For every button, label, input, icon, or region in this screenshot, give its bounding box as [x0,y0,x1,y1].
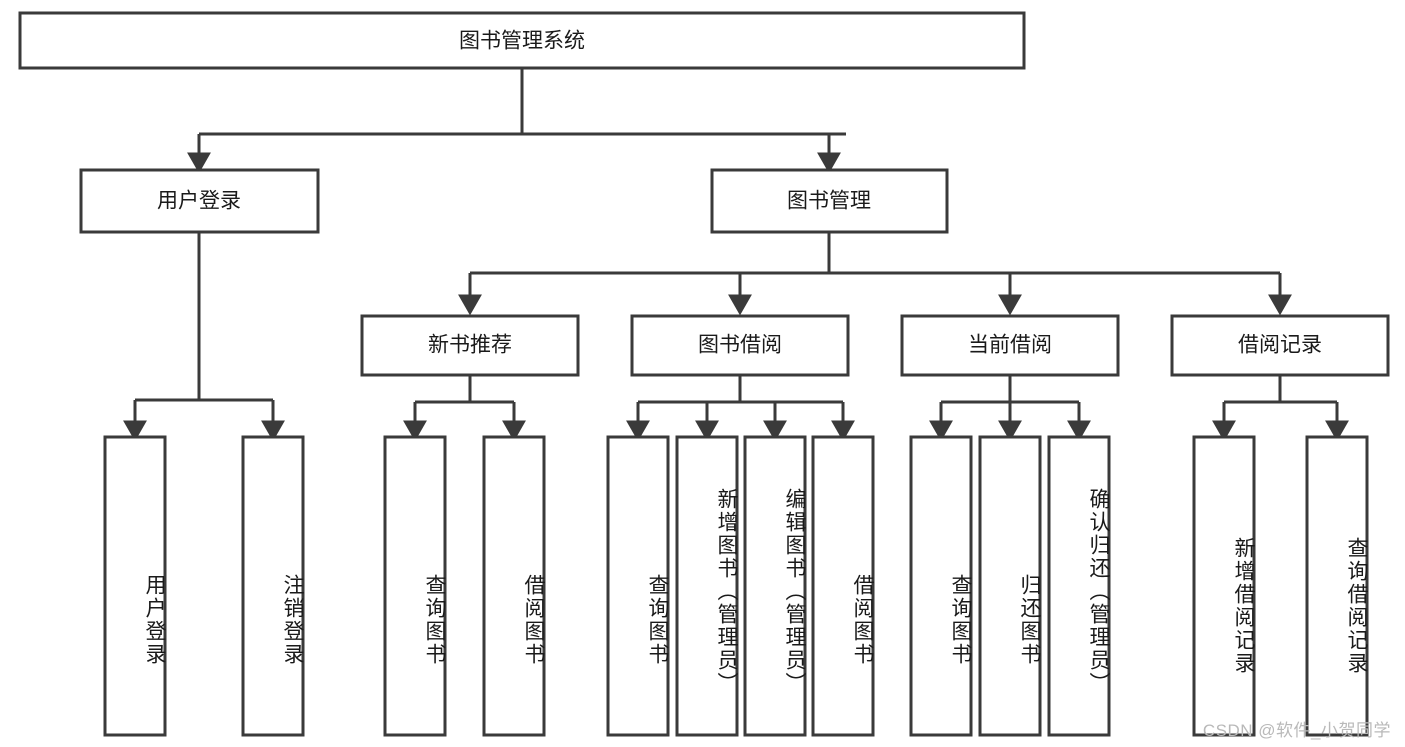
connector-book-borrow-to-leaves [626,375,855,442]
node-book-management[interactable]: 图书管理 [710,168,949,234]
leaf-node-record-add[interactable] [1192,435,1256,737]
leaf-node-user-login-logout[interactable] [241,435,305,737]
leaf-node-borrow-add-admin[interactable] [675,435,739,737]
connector-user-login-to-leaves [123,232,285,442]
leaf-node-borrow-edit-admin[interactable] [743,435,807,737]
node-borrow-record[interactable]: 借阅记录 [1170,314,1390,377]
node-new-book-recommend-label: 新书推荐 [428,334,512,357]
node-current-borrow-label: 当前借阅 [968,334,1052,357]
leaf-node-current-query[interactable] [909,435,973,737]
node-book-management-label: 图书管理 [787,190,871,213]
leaf-node-user-login-login[interactable] [103,435,167,737]
node-root-label: 图书管理系统 [459,30,585,53]
connector-book-manage-to-level3 [458,232,1292,316]
leaf-node-record-query[interactable] [1305,435,1369,737]
connector-root-to-level2 [187,68,846,174]
leaf-node-borrow-borrow[interactable] [811,435,875,737]
leaf-node-new-book-query[interactable] [383,435,447,737]
csdn-watermark: CSDN @软件_小贺同学 [1202,721,1391,740]
node-book-borrow-label: 图书借阅 [698,334,782,357]
node-user-login[interactable]: 用户登录 [79,168,320,234]
node-borrow-record-label: 借阅记录 [1238,334,1322,357]
node-root-system[interactable]: 图书管理系统 [18,11,1026,70]
node-user-login-label: 用户登录 [157,190,241,213]
leaf-node-new-book-borrow[interactable] [482,435,546,737]
leaf-node-current-return[interactable] [978,435,1042,737]
leaf-node-current-confirm-admin[interactable] [1047,435,1111,737]
node-current-borrow[interactable]: 当前借阅 [900,314,1120,377]
connector-new-book-to-leaves [403,375,526,442]
node-book-borrow[interactable]: 图书借阅 [630,314,850,377]
leaf-node-borrow-query[interactable] [606,435,670,737]
connector-borrow-record-to-leaves [1212,375,1349,442]
connector-current-borrow-to-leaves [929,375,1091,442]
node-new-book-recommend[interactable]: 新书推荐 [360,314,580,377]
